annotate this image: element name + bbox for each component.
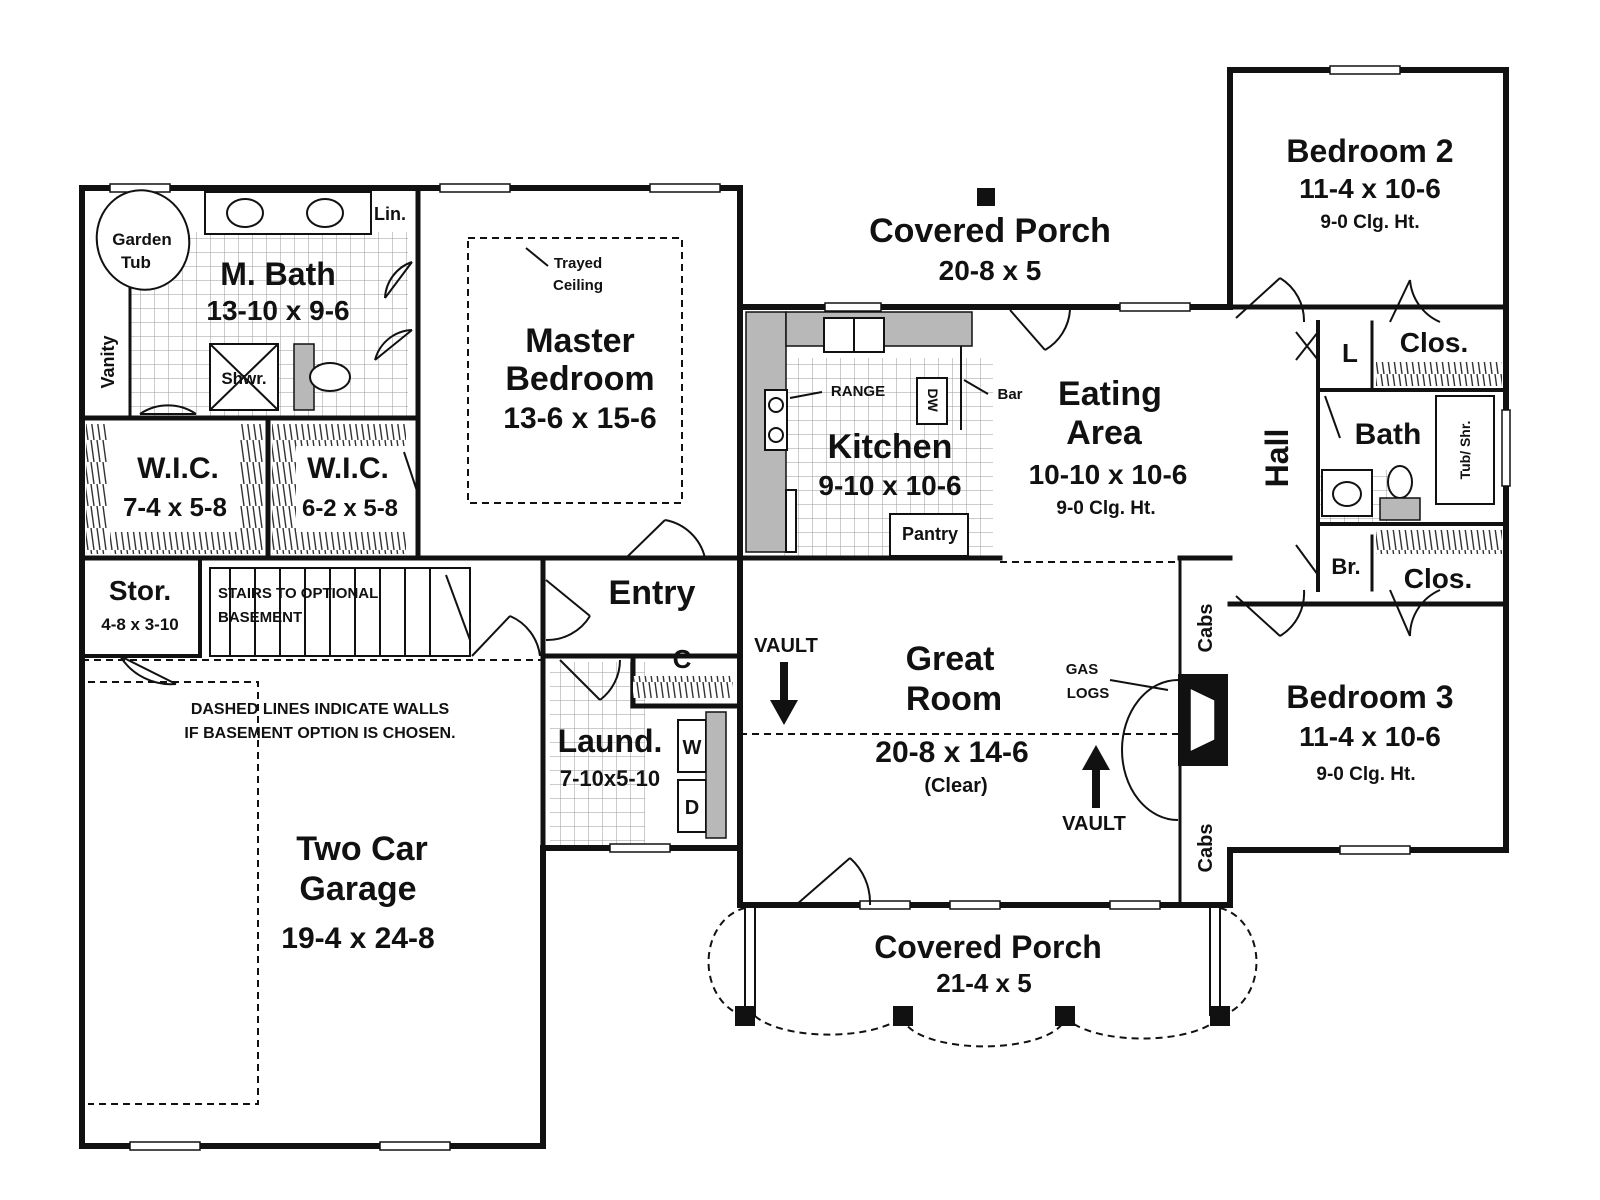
garage-size: 19-4 x 24-8	[281, 922, 434, 955]
eating-area-name-2: Area	[1066, 414, 1143, 452]
range-label: RANGE	[831, 383, 885, 400]
dishwasher	[916, 377, 948, 425]
bath-fixtures	[1321, 395, 1495, 521]
kitchen-fixtures	[745, 311, 973, 557]
laundry-size: 7-10x5-10	[560, 766, 660, 791]
linen-label: Lin.	[374, 204, 406, 224]
basement-note: DASHED LINES INDICATE WALLS	[191, 701, 450, 718]
linen-closet-label: L	[1342, 338, 1358, 368]
windows	[109, 65, 1511, 1151]
eating-area-size: 10-10 x 10-6	[1029, 459, 1188, 490]
kitchen-name: Kitchen	[828, 428, 953, 466]
bedroom2-ceiling: 9-0 Clg. Ht.	[1320, 212, 1419, 233]
wic1-name: W.I.C.	[137, 452, 219, 485]
toilet-icon	[1387, 465, 1413, 499]
closet-label-1: Clos.	[1400, 327, 1468, 358]
washer	[677, 719, 707, 773]
garden-tub-label: Garden	[112, 230, 172, 249]
bath-name: Bath	[1355, 418, 1422, 451]
pantry-label: Pantry	[902, 524, 958, 544]
garden-tub-label-2: Tub	[121, 253, 151, 272]
trayed-ceiling-leader	[525, 247, 549, 267]
trayed-label: Trayed	[554, 255, 602, 272]
master-bath-size: 13-10 x 9-6	[206, 295, 349, 326]
stairs-label-2: BASEMENT	[218, 609, 302, 626]
great-room-size: 20-8 x 14-6	[875, 736, 1028, 769]
garage-name-2: Garage	[299, 870, 416, 908]
door-swings	[119, 261, 1441, 906]
garden-tub	[95, 189, 191, 291]
vanity-label: Vanity	[98, 335, 118, 388]
great-room-name: Great	[906, 640, 995, 678]
storage-name: Stor.	[109, 575, 171, 606]
storage-size: 4-8 x 3-10	[101, 615, 179, 634]
master-bath-name: M. Bath	[220, 256, 336, 292]
vault-arrow-down-icon	[770, 662, 798, 725]
cabinets-label-2: Cabs	[1195, 824, 1217, 873]
interior-walls	[79, 185, 1509, 907]
vault-label-2: VAULT	[1062, 813, 1126, 835]
garage-name: Two Car	[296, 830, 428, 868]
gas-logs-label-2: LOGS	[1067, 685, 1110, 702]
master-bedroom-size: 13-6 x 15-6	[503, 402, 656, 435]
vault-label-1: VAULT	[754, 635, 818, 657]
refrigerator	[785, 489, 797, 553]
dryer-label: D	[685, 797, 699, 819]
master-bedroom-name: Master	[525, 322, 635, 360]
master-bath-fixtures	[95, 189, 372, 411]
rear-porch-size: 20-8 x 5	[939, 255, 1042, 286]
wic2-size: 6-2 x 5-8	[302, 495, 398, 522]
entry-name: Entry	[609, 574, 696, 612]
trayed-label-2: Ceiling	[553, 277, 603, 294]
master-bedroom-name-2: Bedroom	[505, 360, 654, 398]
laundry-fixtures	[677, 711, 727, 839]
wic2-name: W.I.C.	[307, 452, 389, 485]
basement-note-2: IF BASEMENT OPTION IS CHOSEN.	[184, 725, 455, 742]
stairs-label: STAIRS TO OPTIONAL	[218, 585, 378, 602]
eating-area-name: Eating	[1058, 375, 1162, 413]
hall-label: Hall	[1259, 429, 1295, 488]
closet-label-2: Clos.	[1404, 563, 1472, 594]
bedroom2-size: 11-4 x 10-6	[1299, 173, 1441, 204]
range-leader	[789, 391, 823, 399]
dishwasher-label: DW	[925, 388, 941, 412]
front-porch-name: Covered Porch	[874, 929, 1102, 965]
closet-shelving	[86, 362, 1502, 698]
rear-porch-name: Covered Porch	[869, 212, 1111, 250]
laundry-tile-floor	[550, 662, 645, 848]
washer-label: W	[683, 737, 702, 759]
coat-closet-label: C	[673, 644, 692, 674]
wic1-size: 7-4 x 5-8	[123, 492, 227, 522]
bar-label: Bar	[997, 386, 1022, 403]
great-room-note: (Clear)	[924, 775, 987, 797]
dryer	[677, 779, 707, 833]
pantry-box	[889, 513, 969, 557]
kitchen-size: 9-10 x 10-6	[818, 470, 961, 501]
front-porch-size: 21-4 x 5	[936, 968, 1031, 998]
tub-shower-label: Tub/ Shr.	[1457, 421, 1473, 480]
cabinets-label-1: Cabs	[1195, 604, 1217, 653]
bedroom3-size: 11-4 x 10-6	[1299, 721, 1441, 752]
front-porch-outline	[707, 905, 1258, 1048]
fireplace	[1121, 674, 1228, 821]
porch-post	[977, 188, 995, 206]
broom-closet-label: Br.	[1331, 554, 1360, 579]
bar-leader	[963, 379, 989, 395]
eating-area-ceiling: 9-0 Clg. Ht.	[1056, 498, 1155, 519]
shower-label: Shwr.	[221, 369, 266, 388]
gas-logs-label: GAS	[1066, 661, 1099, 678]
gas-logs-leader	[1109, 679, 1169, 691]
great-room-name-2: Room	[906, 680, 1002, 718]
bedroom3-ceiling: 9-0 Clg. Ht.	[1316, 764, 1415, 785]
basement-stairs	[209, 567, 471, 657]
bedroom3-name: Bedroom 3	[1286, 679, 1453, 715]
tub-shower	[1435, 395, 1495, 505]
vault-arrow-up-icon	[1082, 745, 1110, 808]
sink-icon	[226, 198, 264, 228]
toilet-icon	[309, 362, 351, 392]
sink-icon	[306, 198, 344, 228]
laundry-name: Laund.	[558, 723, 663, 759]
bedroom2-name: Bedroom 2	[1286, 133, 1453, 169]
